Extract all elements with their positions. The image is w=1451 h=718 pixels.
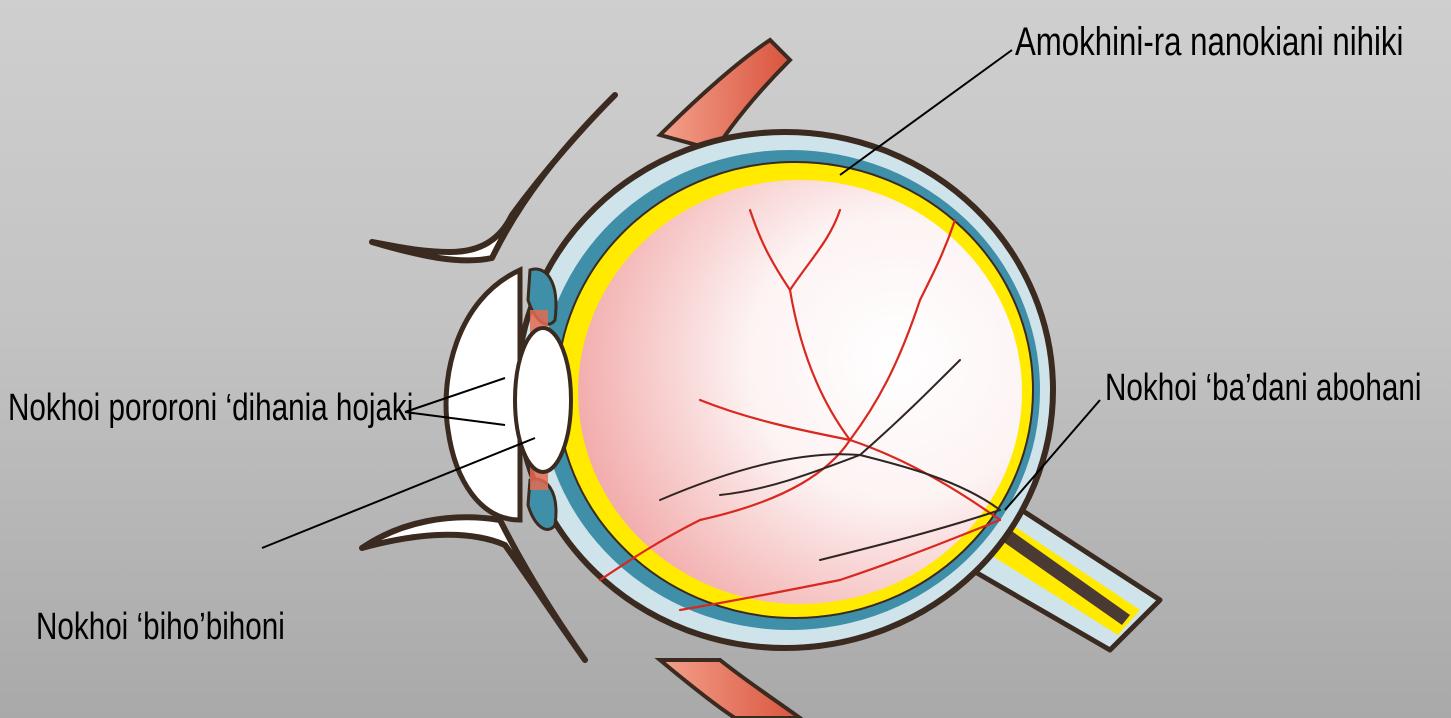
lower-eyelid [362,517,585,660]
retina-label: Amokhini-ra nanokiani nihiki [1015,20,1403,65]
lens-label: Nokhoi pororoni ‘dihania hojaki [8,387,413,430]
iris-label: Nokhoi ‘biho’bihoni [36,606,285,649]
retina-pointer [840,50,1012,175]
lens [515,328,571,472]
vitreous-body [578,180,1022,604]
optic-nerve-label: Nokhoi ‘ba’dani abohani [1105,367,1421,410]
inferior-muscle [660,660,800,718]
